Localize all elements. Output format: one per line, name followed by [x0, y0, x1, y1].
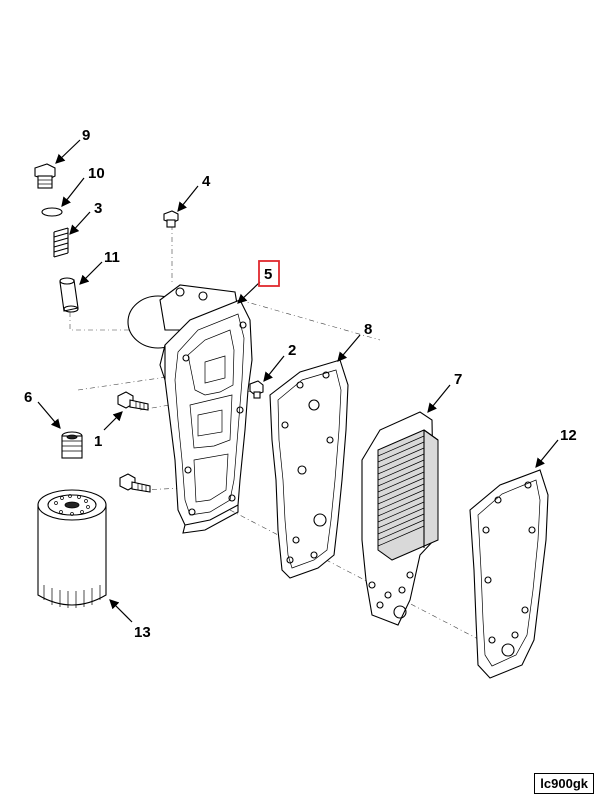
part-1-bolts	[117, 391, 151, 493]
part-2-bolt	[249, 380, 264, 399]
part-4-plug	[163, 210, 179, 228]
part-3-spring	[53, 227, 69, 258]
callout-1: 1	[94, 433, 102, 450]
part-13-oil-filter	[37, 489, 107, 608]
callout-9: 9	[82, 127, 90, 144]
part-10-o-ring	[41, 207, 63, 217]
part-8-gasket	[269, 359, 349, 579]
callout-3: 3	[94, 200, 102, 217]
callout-10: 10	[88, 165, 105, 182]
part-11-valve	[59, 277, 79, 313]
callout-13: 13	[134, 624, 151, 641]
leader-arrows	[37, 139, 559, 623]
callout-2: 2	[288, 342, 296, 359]
part-9-plug	[34, 163, 56, 189]
part-5-oil-cooler-housing	[127, 284, 253, 534]
callout-12: 12	[560, 427, 577, 444]
callout-5: 5	[264, 266, 272, 283]
callout-labels: 9 10 3 11 4 5 2 8 7 12 6 1 13	[24, 127, 577, 641]
reference-code-label: lc900gk	[534, 773, 594, 794]
callout-5-highlight-box	[258, 260, 280, 287]
callout-6: 6	[24, 389, 32, 406]
callout-8: 8	[364, 321, 372, 338]
part-7-oil-cooler	[361, 411, 439, 626]
part-12-gasket	[469, 469, 549, 679]
callout-7: 7	[454, 371, 462, 388]
callout-4: 4	[202, 173, 211, 190]
callout-11: 11	[104, 249, 120, 266]
part-6-adapter	[61, 431, 83, 459]
